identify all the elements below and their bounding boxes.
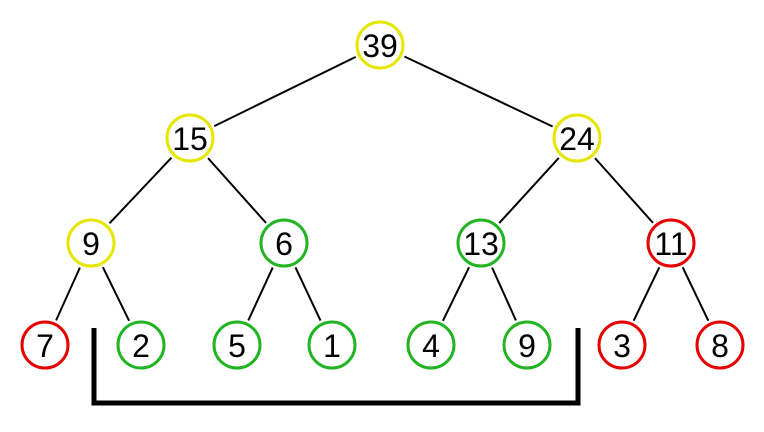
node-value: 5 [228,328,246,364]
tree-node: 5 [212,320,262,370]
node-value: 13 [463,226,499,262]
tree-edge [55,267,81,321]
nodes-layer: 39 15 24 9 6 13 11 7 2 5 1 4 9 3 8 [20,20,745,370]
tree-node: 6 [259,218,309,268]
node-value: 11 [654,226,687,262]
node-value: 1 [323,328,341,364]
node-circle-yellow [355,20,405,70]
node-value: 8 [711,328,729,364]
node-circle-red [695,320,745,370]
node-value: 4 [422,328,440,364]
tree-node: 13 [456,218,506,268]
tree-edge [213,55,357,128]
node-value: 9 [82,226,100,262]
node-circle-red [20,320,70,370]
tree-node: 8 [695,320,745,370]
tree-edge [247,267,274,321]
node-circle-yellow [552,113,602,163]
tree-node: 9 [66,218,116,268]
node-circle-green [116,320,166,370]
tree-node: 39 [355,20,405,70]
node-circle-green [406,320,456,370]
tree-edge [681,266,710,322]
node-value: 2 [132,328,150,364]
tree-node: 24 [552,113,602,163]
tree-node: 7 [20,320,70,370]
tree-node: 11 [646,218,696,268]
tree-edge [101,266,131,322]
tree-edge [632,266,661,322]
tree-node: 9 [502,320,552,370]
tree-edge [207,157,267,224]
tree-edge [498,157,560,224]
tree-edge [294,267,322,321]
node-value: 39 [362,28,398,64]
tree-node: 1 [307,320,357,370]
node-value: 24 [559,121,595,157]
tree-node: 4 [406,320,456,370]
tree-edge [403,55,554,128]
tree-node: 2 [116,320,166,370]
tree-node: 3 [597,320,647,370]
node-circle-green [502,320,552,370]
node-circle-yellow [66,218,116,268]
edges-layer [55,55,710,322]
node-value: 6 [275,226,293,262]
node-circle-yellow [165,113,215,163]
node-value: 3 [613,328,631,364]
range-bracket [91,328,581,406]
node-value: 15 [172,121,208,157]
tree-node: 15 [165,113,215,163]
node-circle-green [212,320,262,370]
node-circle-green [259,218,309,268]
node-circle-red [646,218,696,268]
node-circle-green [307,320,357,370]
tree-edge [441,266,471,322]
tree-edge [491,267,517,321]
node-circle-red [597,320,647,370]
tree-edge [594,157,654,224]
node-circle-green [456,218,506,268]
tree-edge [108,156,173,225]
node-value: 9 [518,328,536,364]
node-value: 7 [36,328,54,364]
